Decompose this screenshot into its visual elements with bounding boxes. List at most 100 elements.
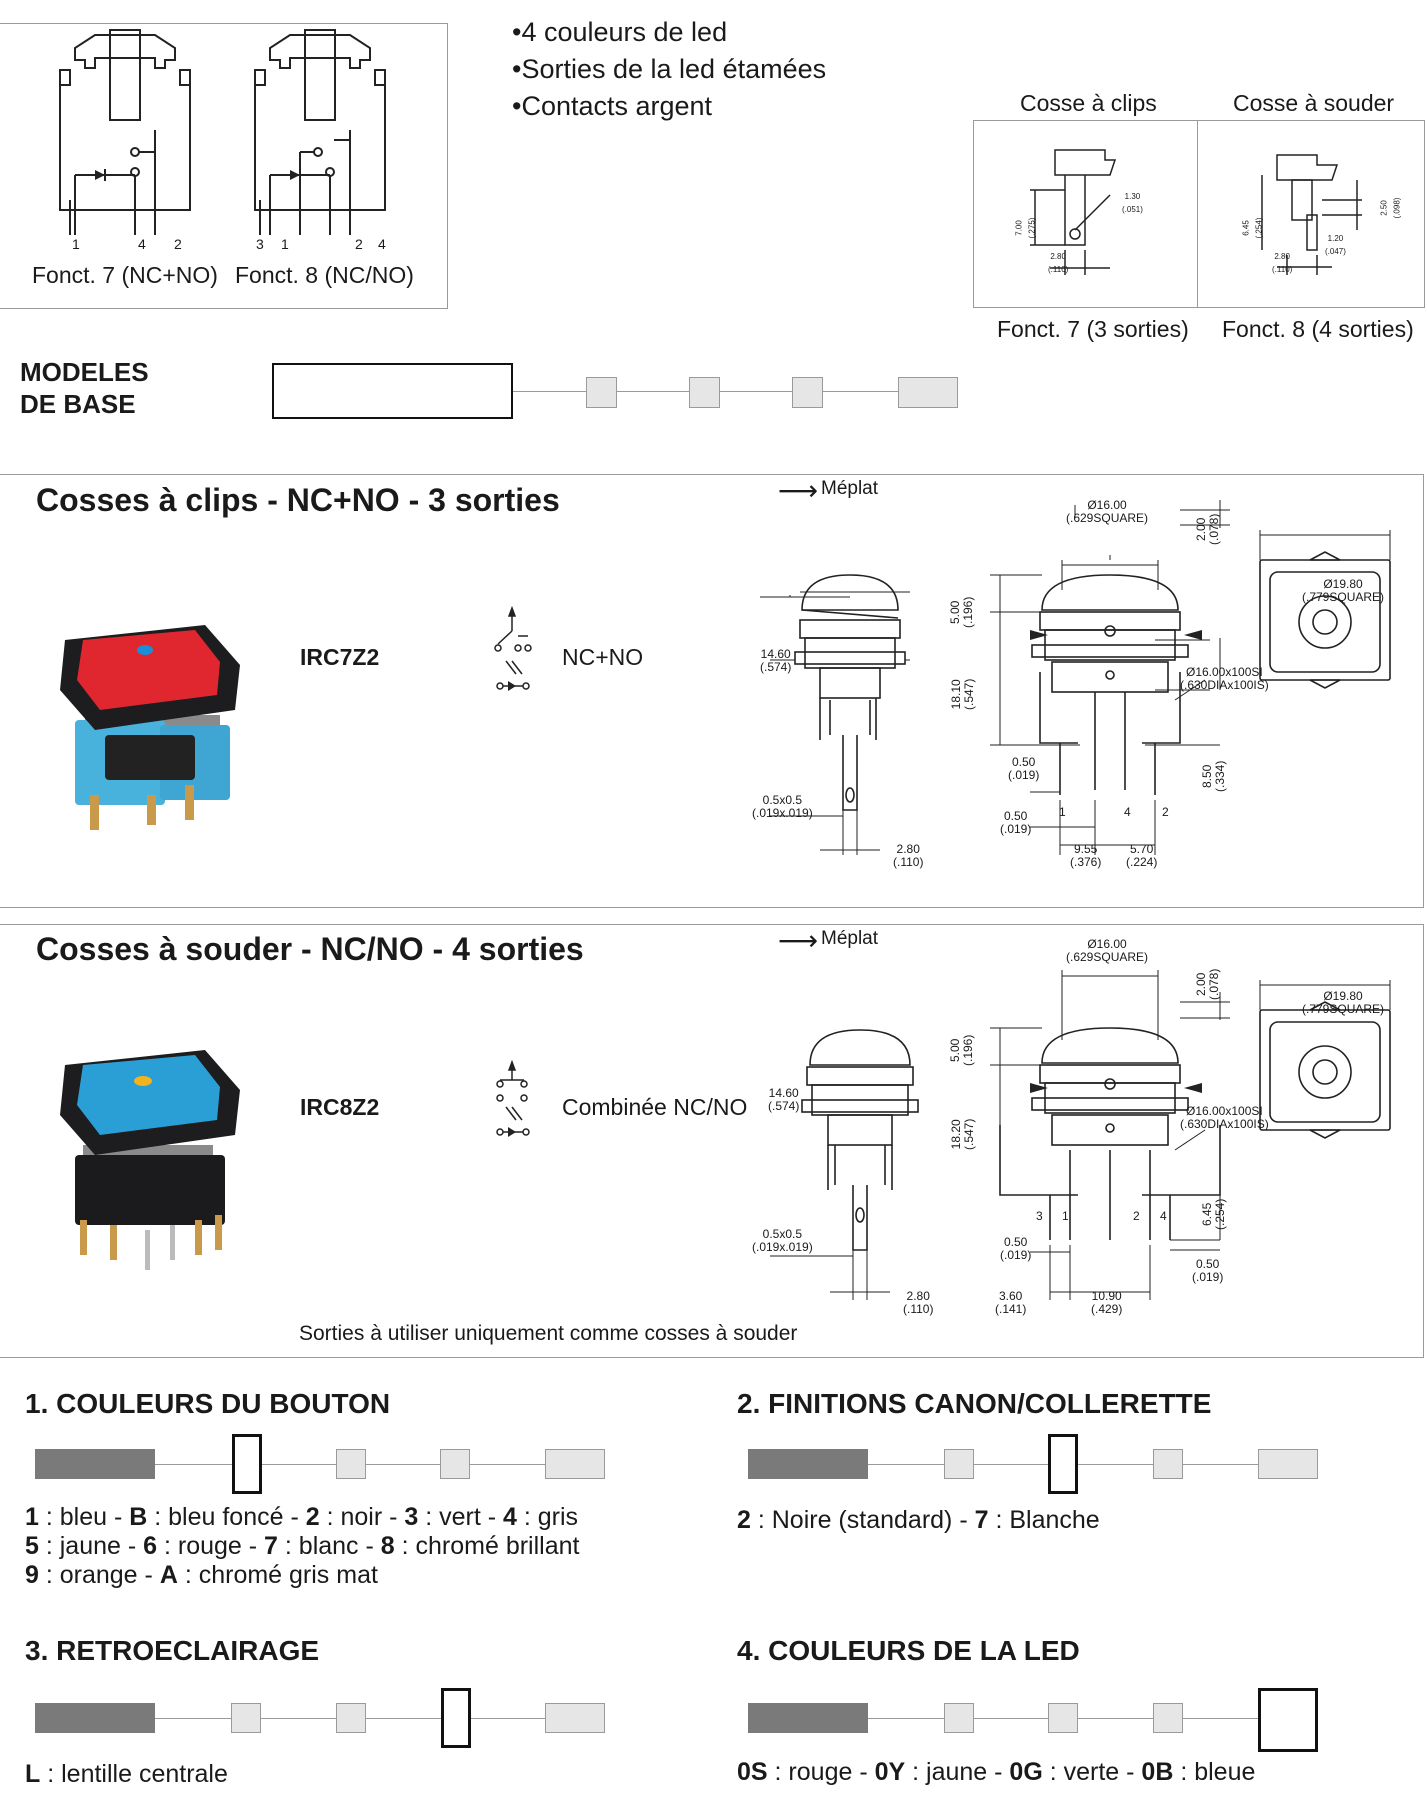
legend-text: : bleue [1173, 1758, 1256, 1786]
dim-d850: 8.50 (.334) [1200, 760, 1227, 792]
meplat-label: Méplat [821, 478, 879, 499]
option1-code-slot [545, 1449, 605, 1479]
option2-code-slot [1153, 1449, 1183, 1479]
dim-d1600: Ø16.00 (.629SQUARE) [1066, 498, 1149, 525]
base-code-slot-4 [898, 377, 958, 408]
legend-text: : bleu foncé - [147, 1503, 306, 1531]
pin-label: 4 [1160, 1209, 1167, 1223]
pin-label: 3 [1036, 1209, 1043, 1223]
legend-code: 2 [737, 1506, 751, 1534]
dim-d360: 3.60 (.141) [995, 1289, 1027, 1316]
legend-text: : rouge - [157, 1532, 265, 1560]
option1-code-line [155, 1464, 605, 1465]
fonct8-schematic-diagram [254, 29, 386, 235]
switch-symbol-icon [494, 605, 532, 691]
option3-code-slot-base [35, 1703, 155, 1733]
clips-dim-height: 7.00 (.275) [1014, 217, 1037, 239]
fonct7-pin-label: 2 [174, 236, 182, 252]
base-code-slot-1 [586, 377, 617, 408]
option3-code-slot [545, 1703, 605, 1733]
clips-terminal-drawing [1030, 149, 1117, 275]
legend-text: : Blanche [988, 1506, 1100, 1534]
schematics-panel [0, 23, 448, 309]
dim-d050b: 0.50 (.019) [1192, 1257, 1224, 1284]
legend-code: A [159, 1561, 178, 1589]
option4-code-slot-base [748, 1703, 868, 1733]
option2-code-line [868, 1464, 1318, 1465]
base-code-slot-2 [689, 377, 720, 408]
dim-d200: 2.00 (.078) [1194, 513, 1221, 545]
option2-code-slot [1258, 1449, 1318, 1479]
legend-code: 2 [305, 1503, 320, 1531]
feature-item: Sorties de la led étamées [512, 51, 826, 88]
meplat-arrow-icon: ⟶ [778, 925, 819, 956]
legend-text: : vert - [418, 1503, 504, 1531]
souder-dim-height: 6.45 (.254) [1241, 217, 1264, 239]
fonct8-pin-label: 3 [256, 236, 264, 252]
base-models-line1: MODELES [20, 357, 149, 387]
souder-caption: Fonct. 8 (4 sorties) [1222, 316, 1414, 342]
legend-line: 2 : Noire (standard) - 7 : Blanche [737, 1506, 1100, 1535]
clips-dim-tab: 1.30 (.051) [1122, 192, 1143, 214]
legend-line: L : lentille centrale [25, 1760, 228, 1789]
dim-dthread: Ø16.00x100SI (.630DIAx100IS) [1180, 665, 1269, 692]
legend-text: : Noire (standard) - [750, 1506, 975, 1534]
fonct8-pin-label: 4 [378, 236, 386, 252]
technical-drawing-souder [770, 970, 1391, 1300]
souder-terminal-drawing [1261, 154, 1362, 275]
section-souder-title: Cosses à souder - NC/NO - 4 sorties [36, 931, 584, 967]
dim-d200: 2.00 (.078) [1194, 968, 1221, 1000]
option2-legend: 2 : Noire (standard) - 7 : Blanche [737, 1506, 1100, 1535]
dim-d500: 5.00 (.196) [948, 596, 975, 628]
legend-text: : verte - [1042, 1758, 1142, 1786]
feature-list: 4 couleurs de led Sorties de la led étam… [512, 14, 826, 125]
legend-text: : chromé gris mat [177, 1561, 378, 1589]
meplat-label: Méplat [821, 928, 879, 949]
legend-text: : jaune - [38, 1532, 144, 1560]
option2-code-slot [944, 1449, 974, 1479]
option4-code-slot [1048, 1703, 1078, 1733]
solder-note: Sorties à utiliser uniquement comme coss… [299, 1322, 798, 1345]
base-model-code-field[interactable] [272, 363, 513, 419]
option3-code-slot-active[interactable] [441, 1688, 471, 1748]
pin-label: 2 [1162, 805, 1169, 819]
pin-label: 2 [1133, 1209, 1140, 1223]
souder-dim-width: 2.80 (.110) [1272, 252, 1293, 274]
fonct7-pin-label: 1 [72, 236, 80, 252]
dim-d1600: Ø16.00 (.629SQUARE) [1066, 937, 1149, 964]
option3-legend: L : lentille centrale [25, 1760, 228, 1789]
legend-text: : lentille centrale [40, 1760, 228, 1788]
product-photo-irc8z2 [60, 1050, 240, 1270]
legend-text: : gris [516, 1503, 579, 1531]
option1-title: 1. COULEURS DU BOUTON [25, 1388, 391, 1419]
option1-code-slot-active[interactable] [232, 1434, 262, 1494]
feature-item: Contacts argent [512, 88, 826, 125]
dim-d1980: Ø19.80 (.779SQUARE) [1302, 577, 1385, 604]
legend-code: 0B [1141, 1758, 1174, 1786]
legend-text: : jaune - [905, 1758, 1010, 1786]
clips-header: Cosse à clips [1020, 90, 1157, 116]
legend-text: : bleu - [38, 1503, 130, 1531]
pin-label: 1 [1062, 1209, 1069, 1223]
product-photo-irc7z2 [60, 625, 240, 830]
technical-drawing-clips [760, 500, 1391, 855]
dim-d1810: 18.10 (.547) [949, 678, 976, 710]
option4-legend: 0S : rouge - 0Y : jaune - 0G : verte - 0… [737, 1758, 1255, 1787]
dim-d955: 9.55 (.376) [1070, 842, 1102, 869]
section-clips-panel [0, 474, 1424, 908]
option1-code-slot [440, 1449, 470, 1479]
legend-code: 0S [737, 1758, 768, 1786]
dim-d1820: 18.20 (.547) [949, 1118, 976, 1150]
souder-dim-tab: 1.20 (.047) [1325, 234, 1346, 256]
dim-d1460: 14.60 (.574) [760, 647, 792, 674]
dim-d645: 6.45 (.254) [1200, 1198, 1227, 1230]
model-code-irc7z2: IRC7Z2 [300, 644, 380, 670]
option2-code-slot-active[interactable] [1048, 1434, 1078, 1494]
feature-item: 4 couleurs de led [512, 14, 826, 51]
souder-dim-top: 2.50 (.098) [1379, 197, 1402, 219]
fonct7-caption: Fonct. 7 (NC+NO) [32, 262, 218, 288]
option4-code-slot-active[interactable] [1258, 1688, 1318, 1752]
switch-symbol-icon [496, 1059, 530, 1137]
section-clips-title: Cosses à clips - NC+NO - 3 sorties [36, 482, 560, 518]
clips-terminal-panel [973, 120, 1199, 308]
